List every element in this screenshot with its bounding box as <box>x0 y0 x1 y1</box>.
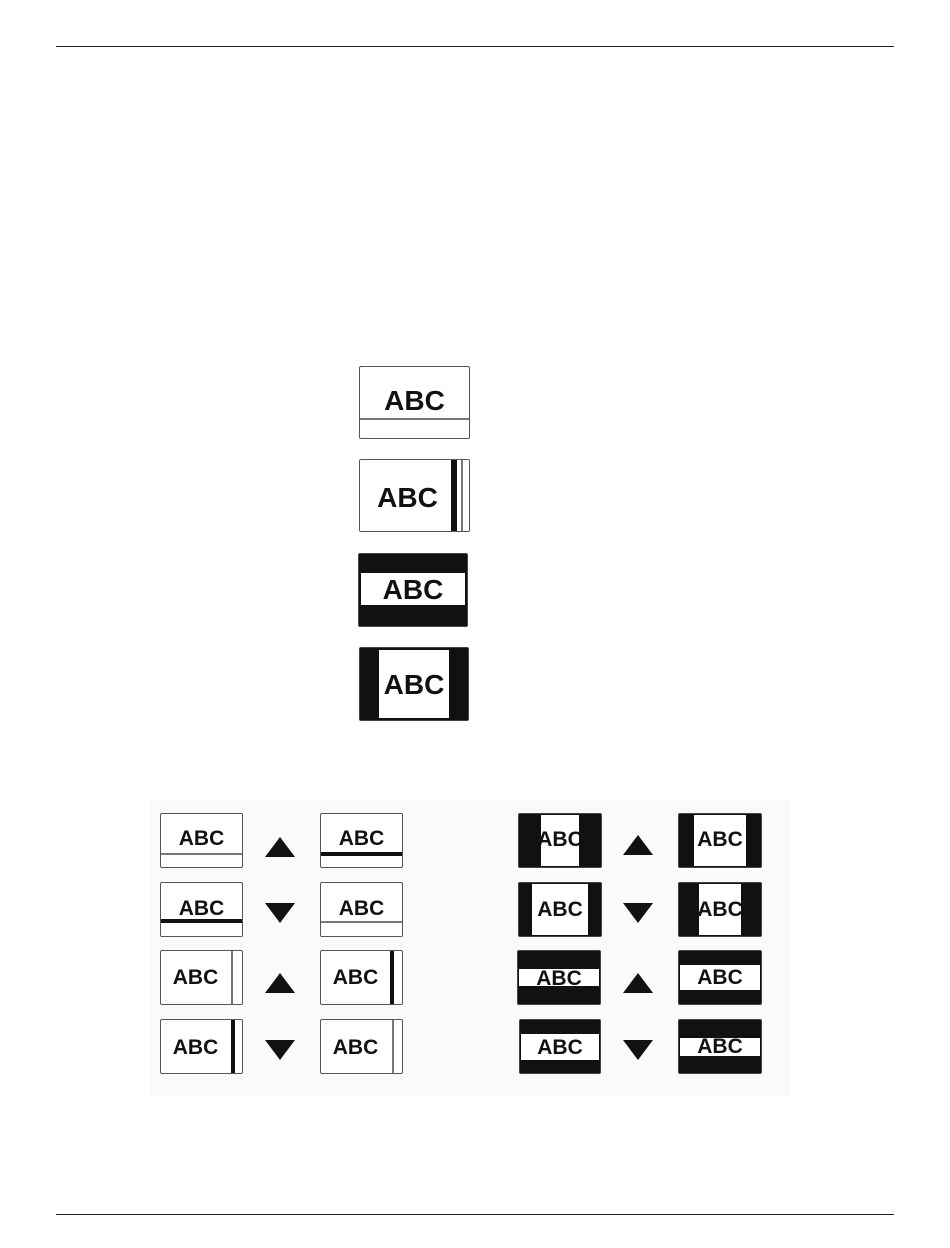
abc-icon-band-narrow: ABC <box>678 1019 762 1074</box>
abc-icon-window-wide: ABC <box>518 882 602 937</box>
vertical-line <box>231 951 233 1004</box>
abc-icon-window-narrow: ABC <box>518 813 602 868</box>
down-arrow-icon <box>265 903 295 923</box>
abc-icon-band-wide: ABC <box>678 950 762 1005</box>
abc-label: ABC <box>519 828 601 852</box>
abc-icon-bottom-line: ABC <box>359 366 470 439</box>
down-arrow-icon <box>623 903 653 923</box>
abc-label: ABC <box>519 898 601 922</box>
vertical-bar <box>451 460 457 531</box>
abc-icon-thick-vline: ABC <box>160 1019 243 1074</box>
horizontal-line <box>321 921 402 923</box>
abc-label: ABC <box>518 967 600 991</box>
abc-icon-thin-vline: ABC <box>320 1019 403 1074</box>
abc-icon-thick-vline: ABC <box>320 950 403 1005</box>
down-arrow-icon <box>623 1040 653 1060</box>
abc-label: ABC <box>679 828 761 852</box>
vertical-bar <box>231 1020 235 1073</box>
abc-label: ABC <box>321 1036 390 1060</box>
abc-label: ABC <box>360 385 469 417</box>
up-arrow-icon <box>623 835 653 855</box>
abc-label: ABC <box>679 966 761 990</box>
vertical-bar <box>390 951 394 1004</box>
abc-label: ABC <box>520 1036 600 1060</box>
abc-icon-thin-line: ABC <box>320 882 403 937</box>
up-arrow-icon <box>265 973 295 993</box>
abc-icon-line-low: ABC <box>160 813 243 868</box>
abc-icon-right-bar: ABC <box>359 459 470 532</box>
abc-label: ABC <box>321 966 390 990</box>
vertical-line <box>461 460 463 531</box>
header-rule <box>56 46 894 47</box>
abc-icon-band-wide: ABC <box>519 1019 601 1074</box>
horizontal-line <box>360 418 469 420</box>
abc-label: ABC <box>161 897 242 921</box>
abc-icon-thick-line: ABC <box>160 882 243 937</box>
horizontal-bar <box>321 852 402 856</box>
abc-icon-line-thick-low: ABC <box>320 813 403 868</box>
abc-label: ABC <box>161 966 230 990</box>
abc-label: ABC <box>360 669 468 701</box>
abc-icon-window-narrow: ABC <box>678 882 762 937</box>
abc-label: ABC <box>321 827 402 851</box>
abc-label: ABC <box>161 827 242 851</box>
abc-icon-horizontal-band: ABC <box>358 553 468 627</box>
abc-icon-window-wide: ABC <box>678 813 762 868</box>
horizontal-bar <box>161 919 242 923</box>
footer-rule <box>56 1214 894 1215</box>
abc-label: ABC <box>679 898 761 922</box>
abc-label: ABC <box>161 1036 230 1060</box>
abc-label: ABC <box>359 574 467 606</box>
abc-label: ABC <box>360 482 455 514</box>
abc-icon-vertical-band: ABC <box>359 647 469 721</box>
abc-icon-thin-vline: ABC <box>160 950 243 1005</box>
vertical-line <box>392 1020 394 1073</box>
abc-icon-band-narrow: ABC <box>517 950 601 1005</box>
up-arrow-icon <box>623 973 653 993</box>
abc-label: ABC <box>321 897 402 921</box>
up-arrow-icon <box>265 837 295 857</box>
down-arrow-icon <box>265 1040 295 1060</box>
abc-label: ABC <box>679 1035 761 1059</box>
horizontal-line <box>161 853 242 855</box>
